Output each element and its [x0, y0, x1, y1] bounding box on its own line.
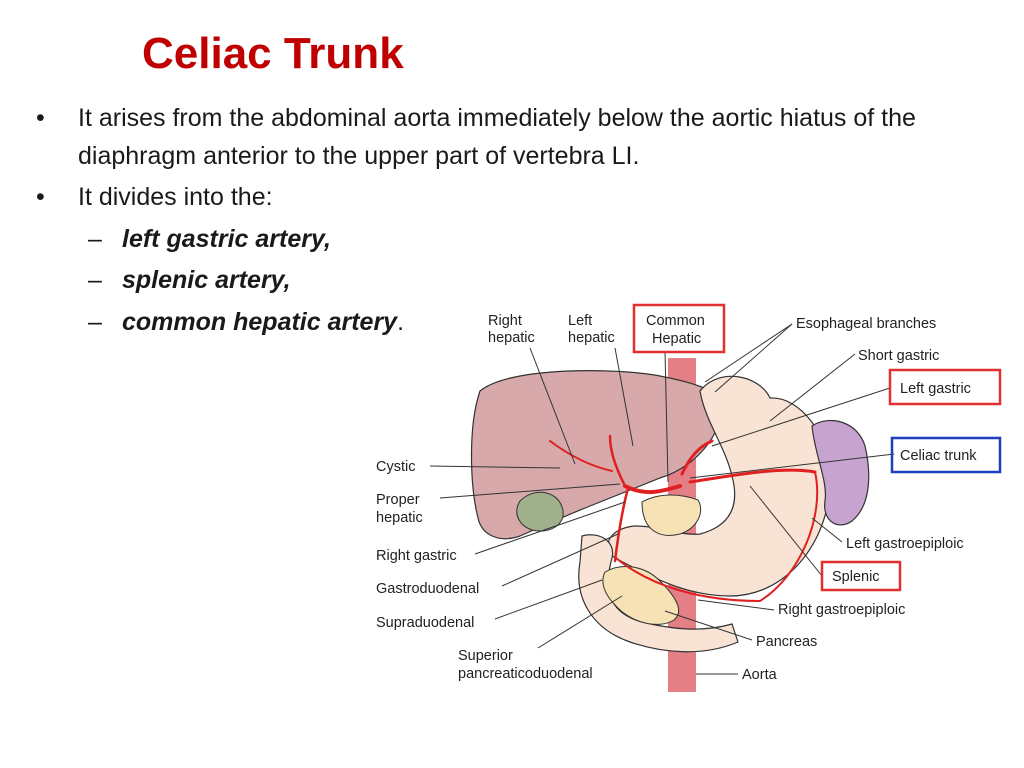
label-esophageal-branches: Esophageal branches	[796, 316, 936, 332]
label-left-hepatic-line1: Left	[568, 313, 592, 329]
leader-line-gastroduodenal	[501, 533, 619, 587]
leader-line-left-gastric	[711, 387, 891, 447]
highlight-box-celiac-trunk	[890, 436, 1002, 474]
dash-marker: –	[88, 266, 102, 294]
dash-marker: –	[88, 224, 102, 253]
bullet-marker: •	[36, 104, 45, 132]
leader-line-esophageal-2	[704, 323, 793, 383]
right-hepatic-branch	[549, 440, 613, 472]
pancreas-shape	[602, 566, 680, 625]
sub-item-text: splenic artery,	[122, 266, 291, 294]
gallbladder-shape	[516, 491, 564, 532]
left-gastric-artery	[680, 439, 714, 476]
label-common-hepatic-line2: Hepatic	[652, 331, 701, 347]
label-superior-pd-line2: pancreaticoduodenal	[458, 666, 593, 682]
label-superior-pd-line1: Superior	[458, 648, 513, 664]
leader-line-supraduodenal	[494, 579, 603, 620]
leader-line-esophageal-1	[714, 323, 793, 393]
leader-line-right-gastric	[474, 501, 626, 555]
leader-line-short-gastric	[769, 353, 856, 422]
label-left-gastric: Left gastric	[900, 381, 971, 397]
bullet-text: It divides into the:	[78, 183, 273, 211]
label-short-gastric: Short gastric	[858, 348, 939, 364]
highlight-box-left-gastric	[888, 368, 1002, 406]
label-right-gastric: Right gastric	[376, 548, 457, 564]
label-cystic: Cystic	[376, 459, 415, 475]
left-gastroepiploic-artery	[759, 471, 819, 602]
sub-item-common-hepatic: – common hepatic artery.	[36, 304, 936, 342]
label-right-hepatic-line2: hepatic	[488, 330, 535, 346]
label-supraduodenal: Supraduodenal	[376, 615, 474, 631]
bullet-item-origin: • It arises from the abdominal aorta imm…	[36, 100, 936, 175]
label-gastroduodenal: Gastroduodenal	[376, 581, 479, 597]
leader-line-pancreas	[664, 610, 753, 641]
label-pancreas: Pancreas	[756, 634, 817, 650]
bullet-item-divides: • It divides into the:	[36, 179, 936, 217]
sub-item-tail: .	[397, 307, 405, 336]
common-hepatic-artery	[623, 484, 682, 494]
bullet-marker: •	[36, 183, 45, 211]
sub-item-text: common hepatic artery	[122, 307, 398, 336]
slide-title: Celiac Trunk	[142, 29, 404, 78]
bullet-list: • It arises from the abdominal aorta imm…	[36, 100, 936, 345]
label-celiac-trunk: Celiac trunk	[900, 448, 977, 464]
leader-line-cystic	[429, 465, 561, 469]
pancreas-body-shape	[641, 494, 702, 536]
leader-line-splenic	[749, 485, 823, 577]
leader-line-right-hepatic	[529, 347, 576, 465]
leader-line-left-gastroepiploic	[811, 517, 843, 543]
leader-line-left-hepatic	[614, 347, 634, 447]
spleen-shape	[811, 419, 870, 526]
label-right-hepatic-line1: Right	[488, 313, 522, 329]
gastroduodenal-artery	[613, 486, 630, 563]
dash-marker: –	[88, 307, 102, 336]
sub-item-splenic: – splenic artery,	[36, 262, 936, 300]
right-gastroepiploic-artery	[615, 557, 761, 602]
leader-line-superior-pd	[537, 595, 623, 649]
label-left-hepatic-line2: hepatic	[568, 330, 615, 346]
sub-item-left-gastric: – left gastric artery,	[36, 221, 936, 259]
sub-item-text: left gastric artery,	[122, 224, 331, 253]
label-right-gastroepiploic: Right gastroepiploic	[778, 602, 905, 618]
highlight-box-splenic	[820, 560, 902, 592]
label-proper-hepatic-line1: Proper	[376, 492, 420, 508]
label-aorta: Aorta	[742, 667, 778, 683]
label-common-hepatic-line1: Common	[646, 313, 705, 329]
leader-line-common-hepatic	[664, 350, 669, 483]
label-splenic: Splenic	[832, 569, 880, 585]
celiac-trunk-diagram: Right hepatic Left hepatic Common Hepati…	[376, 303, 1002, 692]
highlight-box-common-hepatic	[632, 303, 726, 354]
leader-line-right-gastroepiploic	[697, 599, 775, 611]
hepatic-branch-artery	[608, 434, 627, 488]
label-proper-hepatic-line2: hepatic	[376, 510, 423, 526]
leader-line-celiac-trunk	[689, 453, 895, 479]
splenic-artery	[688, 468, 817, 484]
label-left-gastroepiploic: Left gastroepiploic	[846, 536, 964, 552]
bullet-text: It arises from the abdominal aorta immed…	[78, 104, 916, 170]
leader-line-proper-hepatic	[439, 483, 621, 499]
